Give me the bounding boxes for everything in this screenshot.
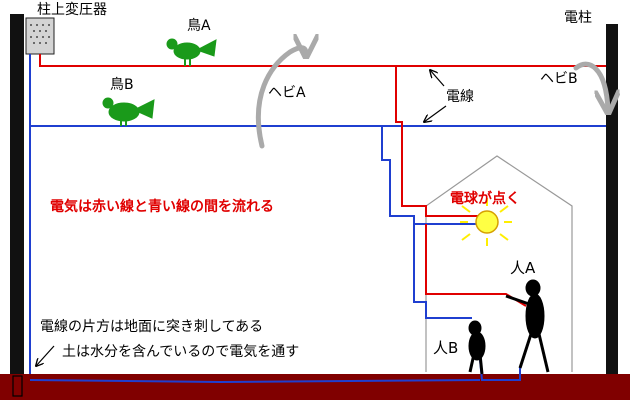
person-b-label: 人B: [433, 339, 459, 357]
grounded-note: 電線の片方は地面に突き刺してある: [40, 319, 264, 335]
right-pole: [606, 24, 618, 374]
bird-b-label: 鳥B: [110, 77, 134, 93]
transformer-texture: [30, 24, 50, 44]
blue-house-circuit: [413, 224, 472, 319]
current-flow-note: 電気は赤い線と青い線の間を流れる: [50, 199, 274, 215]
power-line-arrow-red: [430, 70, 445, 87]
soil-note: 土は水分を含んでいるので電気を通す: [62, 344, 300, 360]
bird-b: [102, 97, 155, 126]
person-a-label: 人A: [510, 259, 536, 277]
bird-a: [166, 38, 217, 66]
power-line-label: 電線: [446, 89, 474, 105]
person-b: [468, 320, 486, 375]
ground: [0, 374, 630, 400]
red-wire: [39, 54, 606, 67]
utility-pole-label: 電柱: [564, 10, 592, 26]
snake-b: [573, 61, 608, 110]
bulb-lit-label: 電球が点く: [450, 191, 520, 207]
power-line-arrow-blue: [424, 105, 447, 122]
light-bulb: [460, 198, 512, 246]
snake-a: [255, 48, 306, 149]
red-drop: [395, 66, 480, 217]
blue-ground-path: [29, 379, 481, 384]
left-pole: [10, 14, 24, 374]
snake-b-label: ヘビB: [540, 71, 578, 87]
transformer-label: 柱上変圧器: [37, 2, 107, 18]
ground-stake: [12, 375, 23, 397]
ground-pointer: [36, 345, 55, 366]
person-a: [505, 279, 550, 373]
snake-a-label: ヘビA: [268, 85, 306, 101]
bird-a-label: 鳥A: [187, 18, 211, 34]
